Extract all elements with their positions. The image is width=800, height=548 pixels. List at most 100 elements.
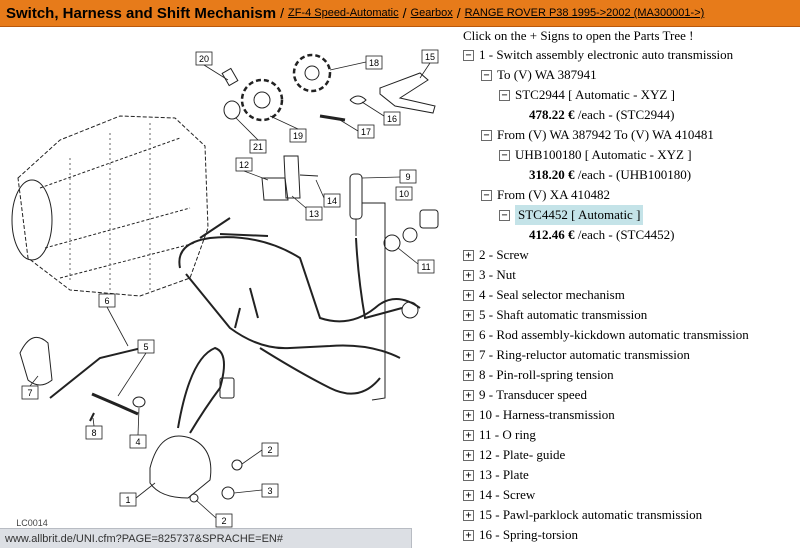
tree-price-row: 318.20 € /each - (UHB100180) bbox=[463, 165, 800, 185]
expand-plus-icon[interactable]: + bbox=[463, 529, 474, 541]
tree-group-to-wa387941[interactable]: − To (V) WA 387941 bbox=[463, 65, 800, 85]
reluctor-gear-drawing bbox=[221, 53, 332, 122]
callout-18[interactable]: 18 bbox=[369, 58, 379, 68]
expand-plus-icon[interactable]: + bbox=[463, 389, 474, 401]
collapse-minus-icon[interactable]: − bbox=[499, 149, 510, 161]
tree-item-10[interactable]: +10 - Harness-transmission bbox=[463, 405, 800, 425]
expand-plus-icon[interactable]: + bbox=[463, 509, 474, 521]
tree-item-7[interactable]: +7 - Ring-reluctor automatic transmissio… bbox=[463, 345, 800, 365]
callout-2[interactable]: 2 bbox=[267, 445, 272, 455]
callout-6[interactable]: 6 bbox=[104, 296, 109, 306]
tree-item-label[interactable]: 3 - Nut bbox=[479, 267, 516, 282]
tree-part-label[interactable]: UHB100180 [ Automatic - XYZ ] bbox=[515, 147, 692, 162]
expand-plus-icon[interactable]: + bbox=[463, 249, 474, 261]
callout-10[interactable]: 10 bbox=[399, 189, 409, 199]
tree-part-stc2944[interactable]: − STC2944 [ Automatic - XYZ ] bbox=[463, 85, 800, 105]
tree-item-5[interactable]: +5 - Shaft automatic transmission bbox=[463, 305, 800, 325]
tree-item-1[interactable]: − 1 - Switch assembly electronic auto tr… bbox=[463, 45, 800, 65]
expand-plus-icon[interactable]: + bbox=[463, 429, 474, 441]
tree-group-label[interactable]: From (V) XA 410482 bbox=[497, 187, 611, 202]
callout-2-lower[interactable]: 2 bbox=[221, 516, 226, 526]
callout-20[interactable]: 20 bbox=[199, 54, 209, 64]
tree-item-6[interactable]: +6 - Rod assembly-kickdown automatic tra… bbox=[463, 325, 800, 345]
collapse-minus-icon[interactable]: − bbox=[481, 189, 492, 201]
expand-plus-icon[interactable]: + bbox=[463, 329, 474, 341]
callout-11[interactable]: 11 bbox=[421, 262, 430, 272]
expand-plus-icon[interactable]: + bbox=[463, 309, 474, 321]
tree-item-13[interactable]: +13 - Plate bbox=[463, 465, 800, 485]
collapse-minus-icon[interactable]: − bbox=[463, 49, 474, 61]
expand-plus-icon[interactable]: + bbox=[463, 489, 474, 501]
tree-group-label[interactable]: From (V) WA 387942 To (V) WA 410481 bbox=[497, 127, 714, 142]
tree-item-2[interactable]: +2 - Screw bbox=[463, 245, 800, 265]
expand-plus-icon[interactable]: + bbox=[463, 409, 474, 421]
parts-tree: Click on the + Signs to open the Parts T… bbox=[463, 27, 800, 548]
expand-plus-icon[interactable]: + bbox=[463, 369, 474, 381]
tree-group-wa387942-wa410481[interactable]: − From (V) WA 387942 To (V) WA 410481 bbox=[463, 125, 800, 145]
tree-item-label[interactable]: 1 - Switch assembly electronic auto tran… bbox=[479, 47, 734, 62]
tree-item-label[interactable]: 12 - Plate- guide bbox=[479, 447, 566, 462]
tree-part-stc4452[interactable]: − STC4452 [ Automatic ] bbox=[463, 205, 800, 225]
tree-group-label[interactable]: To (V) WA 387941 bbox=[497, 67, 597, 82]
tree-item-label[interactable]: 6 - Rod assembly-kickdown automatic tran… bbox=[479, 327, 749, 342]
expand-plus-icon[interactable]: + bbox=[463, 269, 474, 281]
collapse-minus-icon[interactable]: − bbox=[499, 89, 510, 101]
collapse-minus-icon[interactable]: − bbox=[481, 129, 492, 141]
tree-item-label[interactable]: 16 - Spring-torsion bbox=[479, 527, 578, 542]
callout-3[interactable]: 3 bbox=[267, 486, 272, 496]
tree-item-label[interactable]: 4 - Seal selector mechanism bbox=[479, 287, 625, 302]
tree-item-3[interactable]: +3 - Nut bbox=[463, 265, 800, 285]
tree-item-label[interactable]: 9 - Transducer speed bbox=[479, 387, 587, 402]
tree-part-label-selected[interactable]: STC4452 [ Automatic ] bbox=[515, 205, 644, 225]
part-price: 318.20 € bbox=[529, 167, 575, 182]
tree-item-14[interactable]: +14 - Screw bbox=[463, 485, 800, 505]
callout-21[interactable]: 21 bbox=[253, 142, 263, 152]
breadcrumb-link-gearbox[interactable]: Gearbox bbox=[410, 7, 453, 19]
breadcrumb-link-transmission[interactable]: ZF-4 Speed-Automatic bbox=[287, 7, 399, 19]
callout-12[interactable]: 12 bbox=[239, 160, 249, 170]
tree-item-4[interactable]: +4 - Seal selector mechanism bbox=[463, 285, 800, 305]
callout-7[interactable]: 7 bbox=[27, 388, 32, 398]
callout-19[interactable]: 19 bbox=[293, 131, 303, 141]
tree-item-8[interactable]: +8 - Pin-roll-spring tension bbox=[463, 365, 800, 385]
expand-plus-icon[interactable]: + bbox=[463, 449, 474, 461]
tree-item-label[interactable]: 2 - Screw bbox=[479, 247, 529, 262]
collapse-minus-icon[interactable]: − bbox=[499, 209, 510, 221]
tree-item-label[interactable]: 11 - O ring bbox=[479, 427, 536, 442]
tree-item-12[interactable]: +12 - Plate- guide bbox=[463, 445, 800, 465]
tree-item-label[interactable]: 8 - Pin-roll-spring tension bbox=[479, 367, 614, 382]
tree-item-label[interactable]: 14 - Screw bbox=[479, 487, 536, 502]
callout-1[interactable]: 1 bbox=[125, 495, 130, 505]
part-price-suffix: /each - (UHB100180) bbox=[574, 167, 692, 182]
breadcrumb-link-vehicle[interactable]: RANGE ROVER P38 1995->2002 (MA300001->) bbox=[464, 7, 705, 19]
tree-item-15[interactable]: +15 - Pawl-parklock automatic transmissi… bbox=[463, 505, 800, 525]
expand-plus-icon[interactable]: + bbox=[463, 349, 474, 361]
callout-15[interactable]: 15 bbox=[425, 52, 435, 62]
status-bar-url: www.allbrit.de/UNI.cfm?PAGE=825737&SPRAC… bbox=[5, 532, 283, 545]
tree-part-label[interactable]: STC2944 [ Automatic - XYZ ] bbox=[515, 87, 675, 102]
tree-item-label[interactable]: 13 - Plate bbox=[479, 467, 529, 482]
tree-item-label[interactable]: 10 - Harness-transmission bbox=[479, 407, 615, 422]
callout-8[interactable]: 8 bbox=[91, 428, 96, 438]
callout-9[interactable]: 9 bbox=[405, 172, 410, 182]
callout-group bbox=[21, 49, 439, 528]
callout-13[interactable]: 13 bbox=[309, 209, 319, 219]
tree-item-11[interactable]: +11 - O ring bbox=[463, 425, 800, 445]
tree-item-9[interactable]: +9 - Transducer speed bbox=[463, 385, 800, 405]
tree-item-label[interactable]: 7 - Ring-reluctor automatic transmission bbox=[479, 347, 690, 362]
page-header: Switch, Harness and Shift Mechanism / ZF… bbox=[0, 0, 800, 27]
tree-item-label[interactable]: 15 - Pawl-parklock automatic transmissio… bbox=[479, 507, 703, 522]
tree-item-16[interactable]: +16 - Spring-torsion bbox=[463, 525, 800, 545]
tree-group-from-xa410482[interactable]: − From (V) XA 410482 bbox=[463, 185, 800, 205]
callout-14[interactable]: 14 bbox=[327, 196, 337, 206]
callout-17[interactable]: 17 bbox=[361, 127, 371, 137]
expand-plus-icon[interactable]: + bbox=[463, 469, 474, 481]
callout-16[interactable]: 16 bbox=[387, 114, 397, 124]
tree-item-label[interactable]: 5 - Shaft automatic transmission bbox=[479, 307, 648, 322]
expand-plus-icon[interactable]: + bbox=[463, 289, 474, 301]
callout-5[interactable]: 5 bbox=[143, 342, 148, 352]
collapse-minus-icon[interactable]: − bbox=[481, 69, 492, 81]
transmission-housing-drawing bbox=[11, 115, 209, 297]
callout-4[interactable]: 4 bbox=[135, 437, 140, 447]
tree-part-uhb100180[interactable]: − UHB100180 [ Automatic - XYZ ] bbox=[463, 145, 800, 165]
